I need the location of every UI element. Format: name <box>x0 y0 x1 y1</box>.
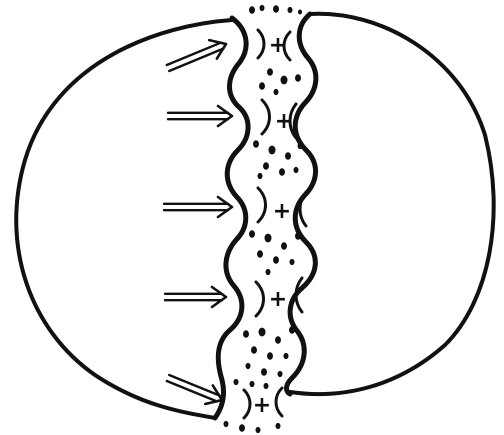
double-line-arrow-icon <box>167 375 222 404</box>
double-line-arrow-icon <box>168 106 232 126</box>
dot-icon <box>264 383 269 389</box>
dot-icon <box>261 368 267 376</box>
arrow-group <box>164 40 232 404</box>
curve-mark <box>256 282 264 316</box>
dot-icon <box>267 68 273 76</box>
double-line-arrow-icon <box>164 197 232 217</box>
dot-icon <box>253 140 259 148</box>
double-line-arrow-icon <box>165 287 226 307</box>
dot-icon <box>279 168 285 176</box>
dot-icon <box>263 162 269 170</box>
curve-mark <box>296 278 302 312</box>
dot-icon <box>290 259 295 265</box>
curve-mark <box>258 30 264 58</box>
dot-icon <box>239 424 245 432</box>
dot-icon <box>258 173 263 179</box>
dot-icon <box>281 242 287 250</box>
right-cell-outline <box>290 14 494 394</box>
dot-icon <box>298 143 303 149</box>
curve-mark <box>262 100 270 134</box>
dot-icon <box>234 379 239 385</box>
dot-icon <box>224 421 229 427</box>
dot-icon <box>256 427 261 433</box>
dot-icon <box>288 7 293 13</box>
dot-icon <box>260 5 265 11</box>
dot-icon <box>243 330 249 338</box>
dot-icon <box>251 346 257 354</box>
dot-icon <box>276 423 281 429</box>
left-membrane <box>215 18 248 418</box>
dot-icon <box>281 76 288 85</box>
dot-icon <box>267 352 273 360</box>
dot-icon <box>259 328 266 337</box>
dot-icon <box>285 152 291 160</box>
left-cell-outline <box>16 20 232 418</box>
curve-mark <box>258 188 266 222</box>
plus-sign-icon: + <box>269 287 287 312</box>
dot-icon <box>250 381 255 387</box>
plus-sign-icon: + <box>273 199 291 224</box>
plus-sign-group: +++++ <box>253 33 293 418</box>
dot-icon <box>273 256 279 264</box>
dot-icon <box>278 371 283 377</box>
dot-icon <box>295 74 301 82</box>
dot-icon <box>273 5 279 13</box>
dot-icon <box>294 167 299 173</box>
dot-icon <box>298 10 302 15</box>
dot-icon <box>266 269 271 275</box>
plus-sign-icon: + <box>253 393 271 418</box>
dot-icon <box>249 230 255 238</box>
dot-icon <box>275 336 281 344</box>
dot-icon <box>249 6 255 14</box>
dot-icon <box>295 232 301 240</box>
dot-icon <box>265 234 272 243</box>
dot-icon <box>259 82 265 90</box>
curve-mark <box>276 388 282 416</box>
dot-icon <box>246 363 251 369</box>
curve-mark <box>244 390 250 418</box>
dot-icon <box>257 250 263 258</box>
dot-icon <box>274 89 279 95</box>
double-line-arrow-icon <box>167 40 226 71</box>
dot-icon <box>269 146 276 155</box>
dot-icon <box>284 353 289 359</box>
dot-icon <box>289 326 295 334</box>
